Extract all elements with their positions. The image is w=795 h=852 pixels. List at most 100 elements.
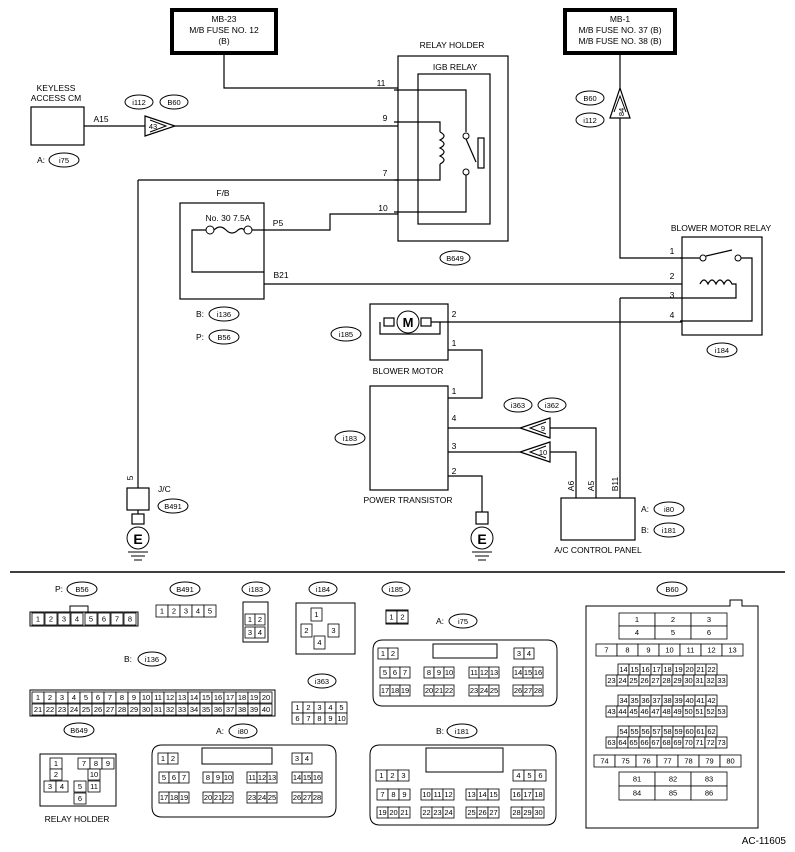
i136-pin: 21 xyxy=(34,705,42,714)
i181-view-tag: i181 xyxy=(455,727,469,736)
b60-pin: 27 xyxy=(651,676,659,685)
i181-pin: 29 xyxy=(523,808,531,817)
keyless-prefix-a: A: xyxy=(37,155,45,165)
b56-pin: 1 xyxy=(36,615,40,624)
i184-cell xyxy=(310,607,323,622)
b491-tag xyxy=(157,498,189,514)
b649-pin: 11 xyxy=(90,782,98,791)
i363-tag xyxy=(503,397,533,413)
i363-pin: 9 xyxy=(328,714,332,723)
i363-pin: 3 xyxy=(317,703,321,712)
motor-pin-2: 2 xyxy=(452,309,457,319)
b60-pin: 35 xyxy=(630,696,638,705)
b60-pin: 4 xyxy=(635,628,639,637)
i136-pin: 38 xyxy=(238,705,246,714)
joint-connector xyxy=(126,487,150,511)
igb-relay-switch xyxy=(465,138,477,163)
i184-tag-text: i184 xyxy=(715,346,729,355)
b56-cell xyxy=(84,612,98,626)
mb23-b-label: (B) xyxy=(218,36,230,46)
b60-pin: 47 xyxy=(651,707,659,716)
i80-cell xyxy=(311,771,323,784)
i181-pin: 19 xyxy=(378,808,386,817)
ac-control-panel-label: A/C CONTROL PANEL xyxy=(554,545,642,555)
relay-pin-2: 2 xyxy=(670,271,675,281)
i136-pin: 22 xyxy=(46,705,54,714)
i183-cell xyxy=(254,613,266,626)
i75-pin: 25 xyxy=(490,686,498,695)
ground-icon-2 xyxy=(470,526,494,550)
connector-84-label: 84 xyxy=(617,108,626,116)
i184-pin: 1 xyxy=(314,610,318,619)
i75-view-tag: i75 xyxy=(458,617,468,626)
i75-pin: 5 xyxy=(383,668,387,677)
i75-cell xyxy=(443,666,455,679)
i136-view-prefix: B: xyxy=(124,654,132,664)
i136-pin: 36 xyxy=(214,705,222,714)
i184-pin: 2 xyxy=(304,626,308,635)
i80-pin: 19 xyxy=(180,793,188,802)
b60-cell xyxy=(719,754,742,768)
i75-pin: 9 xyxy=(437,668,441,677)
i80-pin: 1 xyxy=(161,754,165,763)
igb-relay-label: IGB RELAY xyxy=(433,62,478,72)
b60-pin: 85 xyxy=(669,789,677,798)
b649-tag-text: B649 xyxy=(446,254,464,263)
b60-pin: 3 xyxy=(707,615,711,624)
b56-tag xyxy=(208,329,240,345)
b60-pin: 39 xyxy=(674,696,682,705)
b60-pin: 70 xyxy=(684,738,692,747)
i75-pin: 17 xyxy=(381,686,389,695)
fb-prefix-p: P: xyxy=(196,332,204,342)
b60-pin: 21 xyxy=(696,665,704,674)
i181-pin: 11 xyxy=(434,790,442,799)
fuse-no30-symbol xyxy=(213,226,245,234)
fuse-box-fb xyxy=(179,202,265,300)
b649-view-tag: B649 xyxy=(70,726,88,735)
b649-pin: 3 xyxy=(48,782,52,791)
connector-9 xyxy=(518,417,551,439)
b60-pin: 64 xyxy=(618,738,626,747)
blower-motor-label: BLOWER MOTOR xyxy=(373,366,444,376)
i181-pin: 4 xyxy=(516,771,520,780)
b491-view-tag: B491 xyxy=(176,585,194,594)
i80-pin: 6 xyxy=(172,773,176,782)
i75-pin: 11 xyxy=(470,668,478,677)
i136-tag xyxy=(208,306,240,322)
i80-cell xyxy=(311,791,323,804)
b60-pin: 69 xyxy=(673,738,681,747)
b60-pin: 8 xyxy=(625,646,629,655)
i136-pin: 23 xyxy=(58,705,66,714)
b56-pin: 5 xyxy=(89,615,93,624)
i75-pin: 22 xyxy=(445,686,453,695)
i136-pin: 13 xyxy=(178,693,186,702)
i185-pin: 1 xyxy=(389,613,393,622)
i75-pin: 13 xyxy=(490,668,498,677)
i184-pin: 3 xyxy=(331,626,335,635)
igb-pin-9: 9 xyxy=(383,113,388,123)
i136-pin: 37 xyxy=(226,705,234,714)
i75-cell xyxy=(443,684,455,697)
i80-pin: 27 xyxy=(303,793,311,802)
b60-pin: 26 xyxy=(640,676,648,685)
i181-view-prefix: B: xyxy=(436,726,444,736)
b649-cell xyxy=(55,780,69,793)
b60-pin: 58 xyxy=(663,727,671,736)
i363-pin: 8 xyxy=(317,714,321,723)
i363-pin: 6 xyxy=(295,714,299,723)
b60-pin: 41 xyxy=(696,696,704,705)
b60-pin: 44 xyxy=(618,707,626,716)
b60-pin: 16 xyxy=(641,665,649,674)
b649-tag xyxy=(439,250,471,266)
b649-view-label: RELAY HOLDER xyxy=(45,814,110,824)
i181-pin: 25 xyxy=(467,808,475,817)
i181-pin: 12 xyxy=(444,790,452,799)
b60-cell xyxy=(715,705,728,718)
i80-pin: 7 xyxy=(182,773,186,782)
i136-pin: 5 xyxy=(84,693,88,702)
connector-9-label: 9 xyxy=(541,424,545,433)
i112-tag-2-text: i112 xyxy=(583,116,597,125)
b60-pin: 74 xyxy=(600,757,608,766)
i136-pin: 4 xyxy=(72,693,76,702)
